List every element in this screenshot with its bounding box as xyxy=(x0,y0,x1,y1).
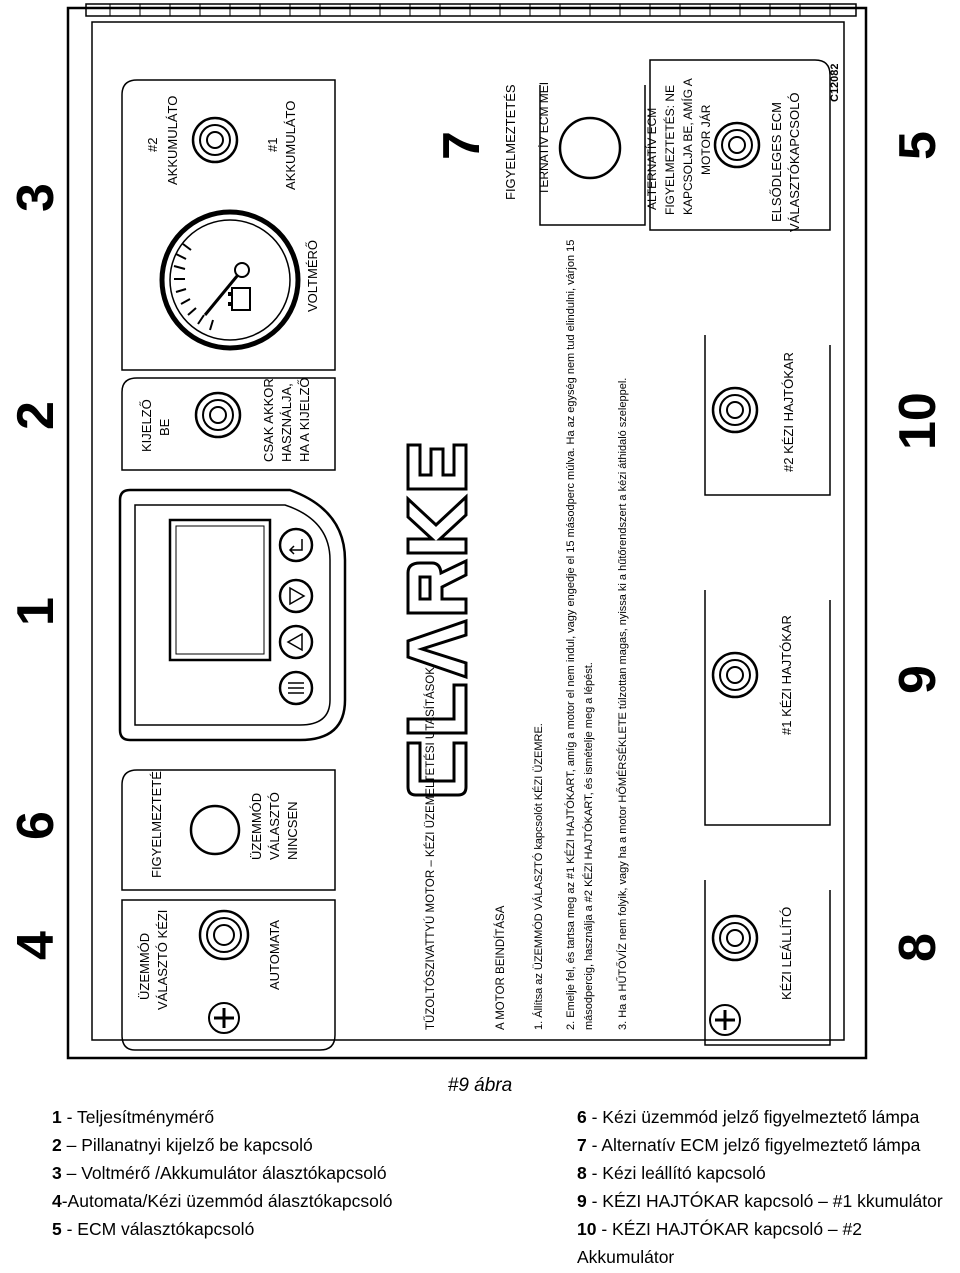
legend-item: 2 – Pillanatnyi kijelző be kapcsoló xyxy=(52,1135,313,1155)
instruction-step: másodpercig, használja a #2 KÉZI HAJTÓKA… xyxy=(583,662,595,1030)
battery1-label: #1 xyxy=(265,137,280,152)
legend-item: 8 - Kézi leállító kapcsoló xyxy=(577,1163,766,1183)
callout-number: 3 xyxy=(7,183,65,212)
callout-number: 8 xyxy=(889,933,947,962)
control-panel-diagram: 4 6 1 2 3 7 8 9 10 5 ÜZEMMÓD VÁLASZTÓ KÉ… xyxy=(7,3,947,1060)
alt-ecm-partial-text: TERNATÍV ECM MEI xyxy=(537,81,551,195)
figure-caption: #9 ábra xyxy=(447,1075,513,1096)
figure-legend: #9 ábra 1 - Teljesítménymérő 2 – Pillana… xyxy=(0,1065,960,1273)
crank2-label: #2 KÉZI HAJTÓKAR xyxy=(781,352,796,472)
display-note-text: HASZNÁLJA, xyxy=(279,383,294,462)
callout-number: 4 xyxy=(7,931,65,960)
primary-ecm-label: VÁLASZTÓKAPCSOLÓ xyxy=(787,92,802,232)
crank1-box xyxy=(704,590,831,826)
legend-item: 7 - Alternatív ECM jelző figyelmeztető l… xyxy=(577,1135,921,1155)
legend-item: 6 - Kézi üzemmód jelző figyelmeztető lám… xyxy=(577,1107,920,1127)
manual-warning-text: NINCSEN xyxy=(285,801,300,860)
legend-item: 1 - Teljesítménymérő xyxy=(52,1107,215,1127)
manual-warning-box xyxy=(121,769,336,891)
voltmeter-label: VOLTMÉRŐ xyxy=(305,240,320,312)
battery2-label: #2 xyxy=(145,137,160,152)
display-on-label: KIJELZŐ xyxy=(139,399,154,452)
mode-selector-label: VÁLASZTÓ KÉZI xyxy=(155,909,170,1010)
voltmeter-box xyxy=(121,79,336,371)
manual-warning-text: VÁLASZTÓ xyxy=(267,792,282,860)
display-on-switch-icon xyxy=(194,391,242,439)
screw-icon xyxy=(709,1004,741,1036)
panel-artwork xyxy=(66,3,868,1060)
enter-button-icon xyxy=(278,527,314,563)
primary-ecm-label: ELSŐDLEGES ECM xyxy=(769,102,784,222)
start-engine-title: A MOTOR BEINDÍTÁSA xyxy=(495,905,507,1030)
display-note-text: CSAK AKKOR xyxy=(261,378,276,462)
manual-stop-box xyxy=(704,880,831,1046)
callout-number: 2 xyxy=(7,401,65,430)
battery1-label: AKKUMULÁTO xyxy=(283,100,298,190)
panel-code: C12082 xyxy=(829,63,841,102)
legend-item: 3 – Voltmérő /Akkumulátor álasztókapcsol… xyxy=(52,1163,387,1183)
alt-ecm-warning-text: ALTERNATÍV ECM xyxy=(645,107,659,210)
display-switch-box xyxy=(121,377,336,471)
alt-ecm-lamp-box xyxy=(539,85,646,226)
ecm-switch-box xyxy=(649,59,831,231)
ecm-selector-switch-icon xyxy=(713,121,761,169)
manual-stop-switch-icon xyxy=(711,914,759,962)
instruction-step: 1. Állítsa az ÜZEMMÓD VÁLASZTÓ kapcsolót… xyxy=(533,723,545,1030)
legend-item: 5 - ECM választókapcsoló xyxy=(52,1219,255,1239)
instructions-title: TŰZOLTÓSZIVATTYÚ MOTOR – KÉZI ÜZEMELTETÉ… xyxy=(425,667,437,1030)
panel-frame xyxy=(66,6,868,1060)
battery2-switch-icon xyxy=(191,116,239,164)
instruction-step: 3. Ha a HŰTŐVÍZ nem folyik, vagy ha a mo… xyxy=(617,377,629,1030)
screw-icon xyxy=(208,1002,240,1034)
crank1-switch-icon xyxy=(711,651,759,699)
crank2-box xyxy=(704,335,831,496)
clarke-logo xyxy=(406,443,468,797)
battery2-label: AKKUMULÁTO xyxy=(165,95,180,185)
legend-item: 4-Automata/Kézi üzemmód álasztókapcsoló xyxy=(52,1191,393,1211)
legend-item: 10 - KÉZI HAJTÓKAR kapcsoló – #2 xyxy=(577,1219,862,1239)
crank1-label: #1 KÉZI HAJTÓKAR xyxy=(779,615,794,735)
panel-inner-frame xyxy=(91,21,845,1041)
mode-selector-label: ÜZEMMÓD xyxy=(137,932,152,1000)
callout-number: 5 xyxy=(889,131,947,160)
legend-item: 9 - KÉZI HAJTÓKAR kapcsoló – #1 kkumulát… xyxy=(577,1191,943,1211)
callout-number: 6 xyxy=(7,811,65,840)
legend-item-continued: Akkumulátor xyxy=(577,1247,675,1267)
callout-number: 10 xyxy=(889,392,947,450)
callout-number: 7 xyxy=(433,131,491,160)
manual-mode-lamp-icon xyxy=(189,804,241,856)
crank2-switch-icon xyxy=(711,386,759,434)
mode-automatic-label: AUTOMATA xyxy=(267,919,282,990)
alt-ecm-warning-text: KAPCSOLJA BE, AMÍG A xyxy=(681,78,695,215)
warning-title: FIGYELMEZTETÉS xyxy=(503,84,518,200)
alt-ecm-warning-text: FIGYELMEZTETÉS: NE xyxy=(663,84,677,215)
callout-number: 1 xyxy=(7,597,65,626)
instruction-step: 2. Emelje fel, és tartsa meg az #1 KÉZI … xyxy=(565,239,577,1030)
display-on-label: BE xyxy=(157,418,172,436)
callout-number: 9 xyxy=(889,665,947,694)
panel-hinge xyxy=(85,3,857,17)
manual-warning-title: FIGYELMEZTETÉ xyxy=(149,771,164,878)
voltmeter-gauge-icon xyxy=(159,209,301,351)
mode-selector-box xyxy=(121,899,336,1051)
alt-ecm-warning-text: MOTOR JÁR xyxy=(699,104,713,175)
tachometer-display-unit xyxy=(118,488,347,742)
mode-selector-switch-icon xyxy=(198,909,250,961)
alt-ecm-lamp-icon xyxy=(558,116,622,180)
manual-stop-label: KÉZI LEÁLLÍTÓ xyxy=(779,906,794,1000)
manual-warning-text: ÜZEMMÓD xyxy=(249,792,264,860)
display-note-text: HA A KIJELZŐ xyxy=(297,377,312,462)
display-screen xyxy=(168,518,272,662)
